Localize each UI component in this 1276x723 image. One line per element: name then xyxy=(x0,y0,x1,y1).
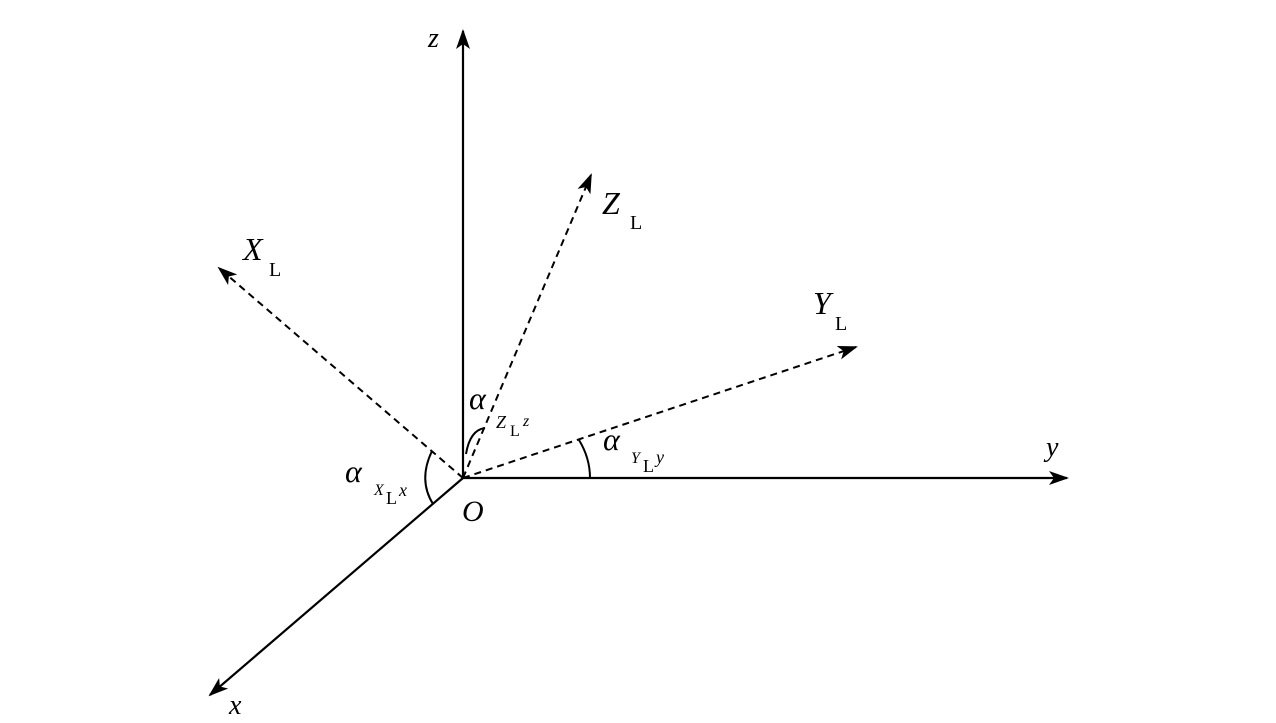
angle-x-alpha: α xyxy=(345,453,363,489)
xl-axis-label-sub: L xyxy=(269,259,281,281)
xl-axis-label: X xyxy=(241,231,264,267)
angle-y-L: L xyxy=(643,456,654,476)
angle-y-alpha: α xyxy=(603,421,621,457)
angle-x-axis: x xyxy=(398,480,407,500)
zl-axis xyxy=(462,173,592,479)
angle-arc-y xyxy=(578,439,591,479)
y-axis-label: y xyxy=(1043,432,1059,463)
yl-axis-label: Y xyxy=(813,285,834,321)
z-axis-label: z xyxy=(427,23,439,54)
angle-y-axis: y xyxy=(654,447,664,467)
angle-x-L: L xyxy=(386,488,397,508)
angle-z-L: L xyxy=(510,423,520,440)
x-axis-label: x xyxy=(228,690,242,721)
zl-axis-label-sub: L xyxy=(630,212,642,234)
angle-z-alpha: α xyxy=(469,380,487,416)
yl-axis xyxy=(462,346,858,479)
angle-z-axis: z xyxy=(522,413,530,430)
angle-arc-z xyxy=(465,427,486,455)
angle-x-sub: X xyxy=(373,482,385,499)
angle-y-sub: Y xyxy=(631,450,642,467)
xl-axis xyxy=(217,266,464,479)
angle-z-sub: Z xyxy=(496,412,507,432)
x-axis xyxy=(208,477,464,697)
yl-axis-label-sub: L xyxy=(835,313,847,335)
zl-axis-label: Z xyxy=(602,185,621,221)
origin-label: O xyxy=(462,495,484,528)
angle-arc-x xyxy=(424,450,434,505)
